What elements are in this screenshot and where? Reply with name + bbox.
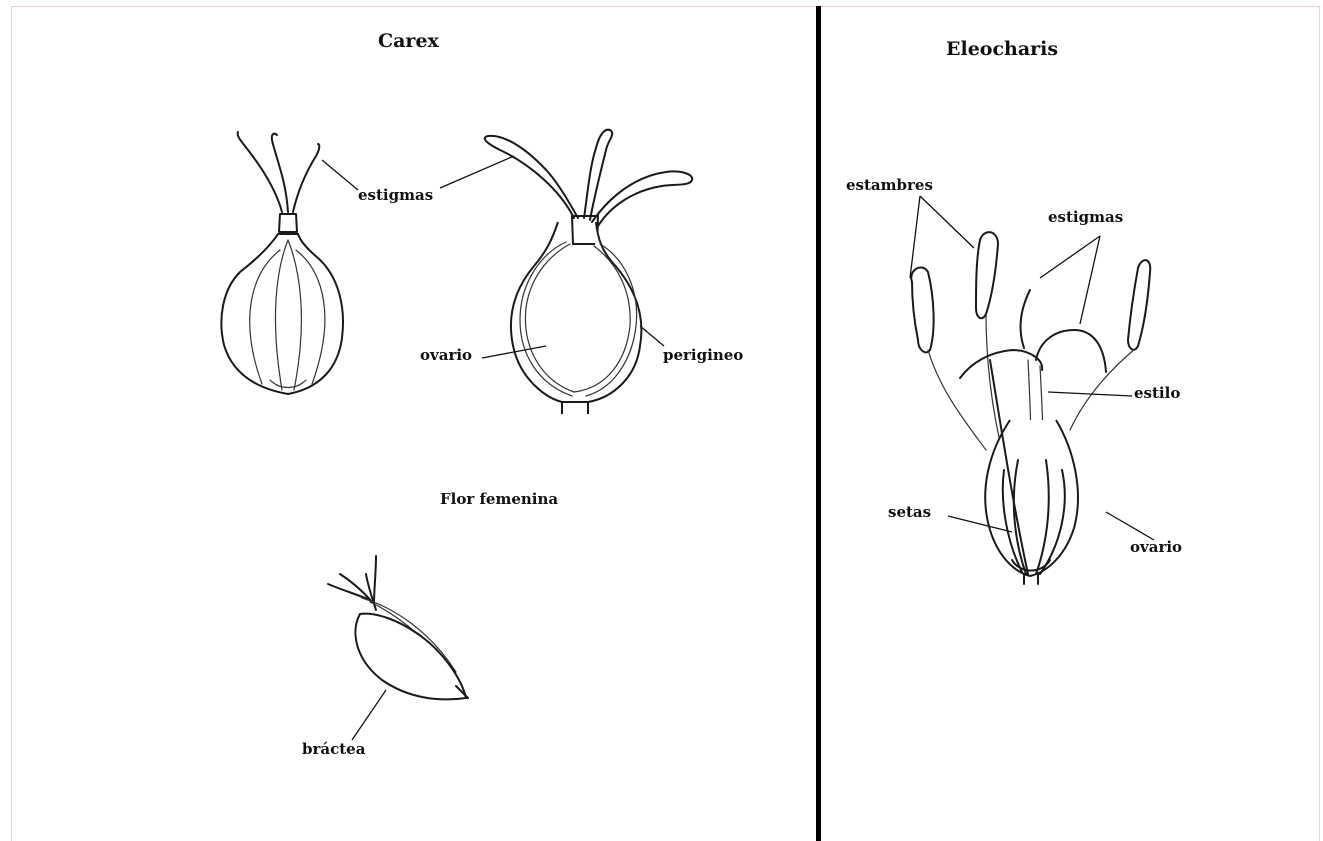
label-perigineo: perigineo — [663, 346, 743, 364]
eleocharis-flower-drawing — [911, 232, 1150, 584]
carex-ovary-drawing — [485, 130, 692, 414]
label-estigmas-eleocharis: estigmas — [1048, 208, 1123, 226]
carex-bract-drawing — [328, 556, 468, 699]
label-ovario-eleocharis: ovario — [1130, 538, 1182, 556]
label-estigmas-carex: estigmas — [358, 186, 433, 204]
label-estambres: estambres — [846, 176, 933, 194]
label-setas: setas — [888, 503, 931, 521]
label-bractea: bráctea — [302, 740, 365, 758]
carex-perigynium-drawing — [221, 132, 343, 394]
label-ovario-carex: ovario — [420, 346, 472, 364]
label-estilo: estilo — [1134, 384, 1180, 402]
caption-flor-femenina: Flor femenina — [440, 490, 558, 508]
eleocharis-title: Eleocharis — [946, 38, 1058, 60]
carex-title: Carex — [378, 30, 439, 52]
